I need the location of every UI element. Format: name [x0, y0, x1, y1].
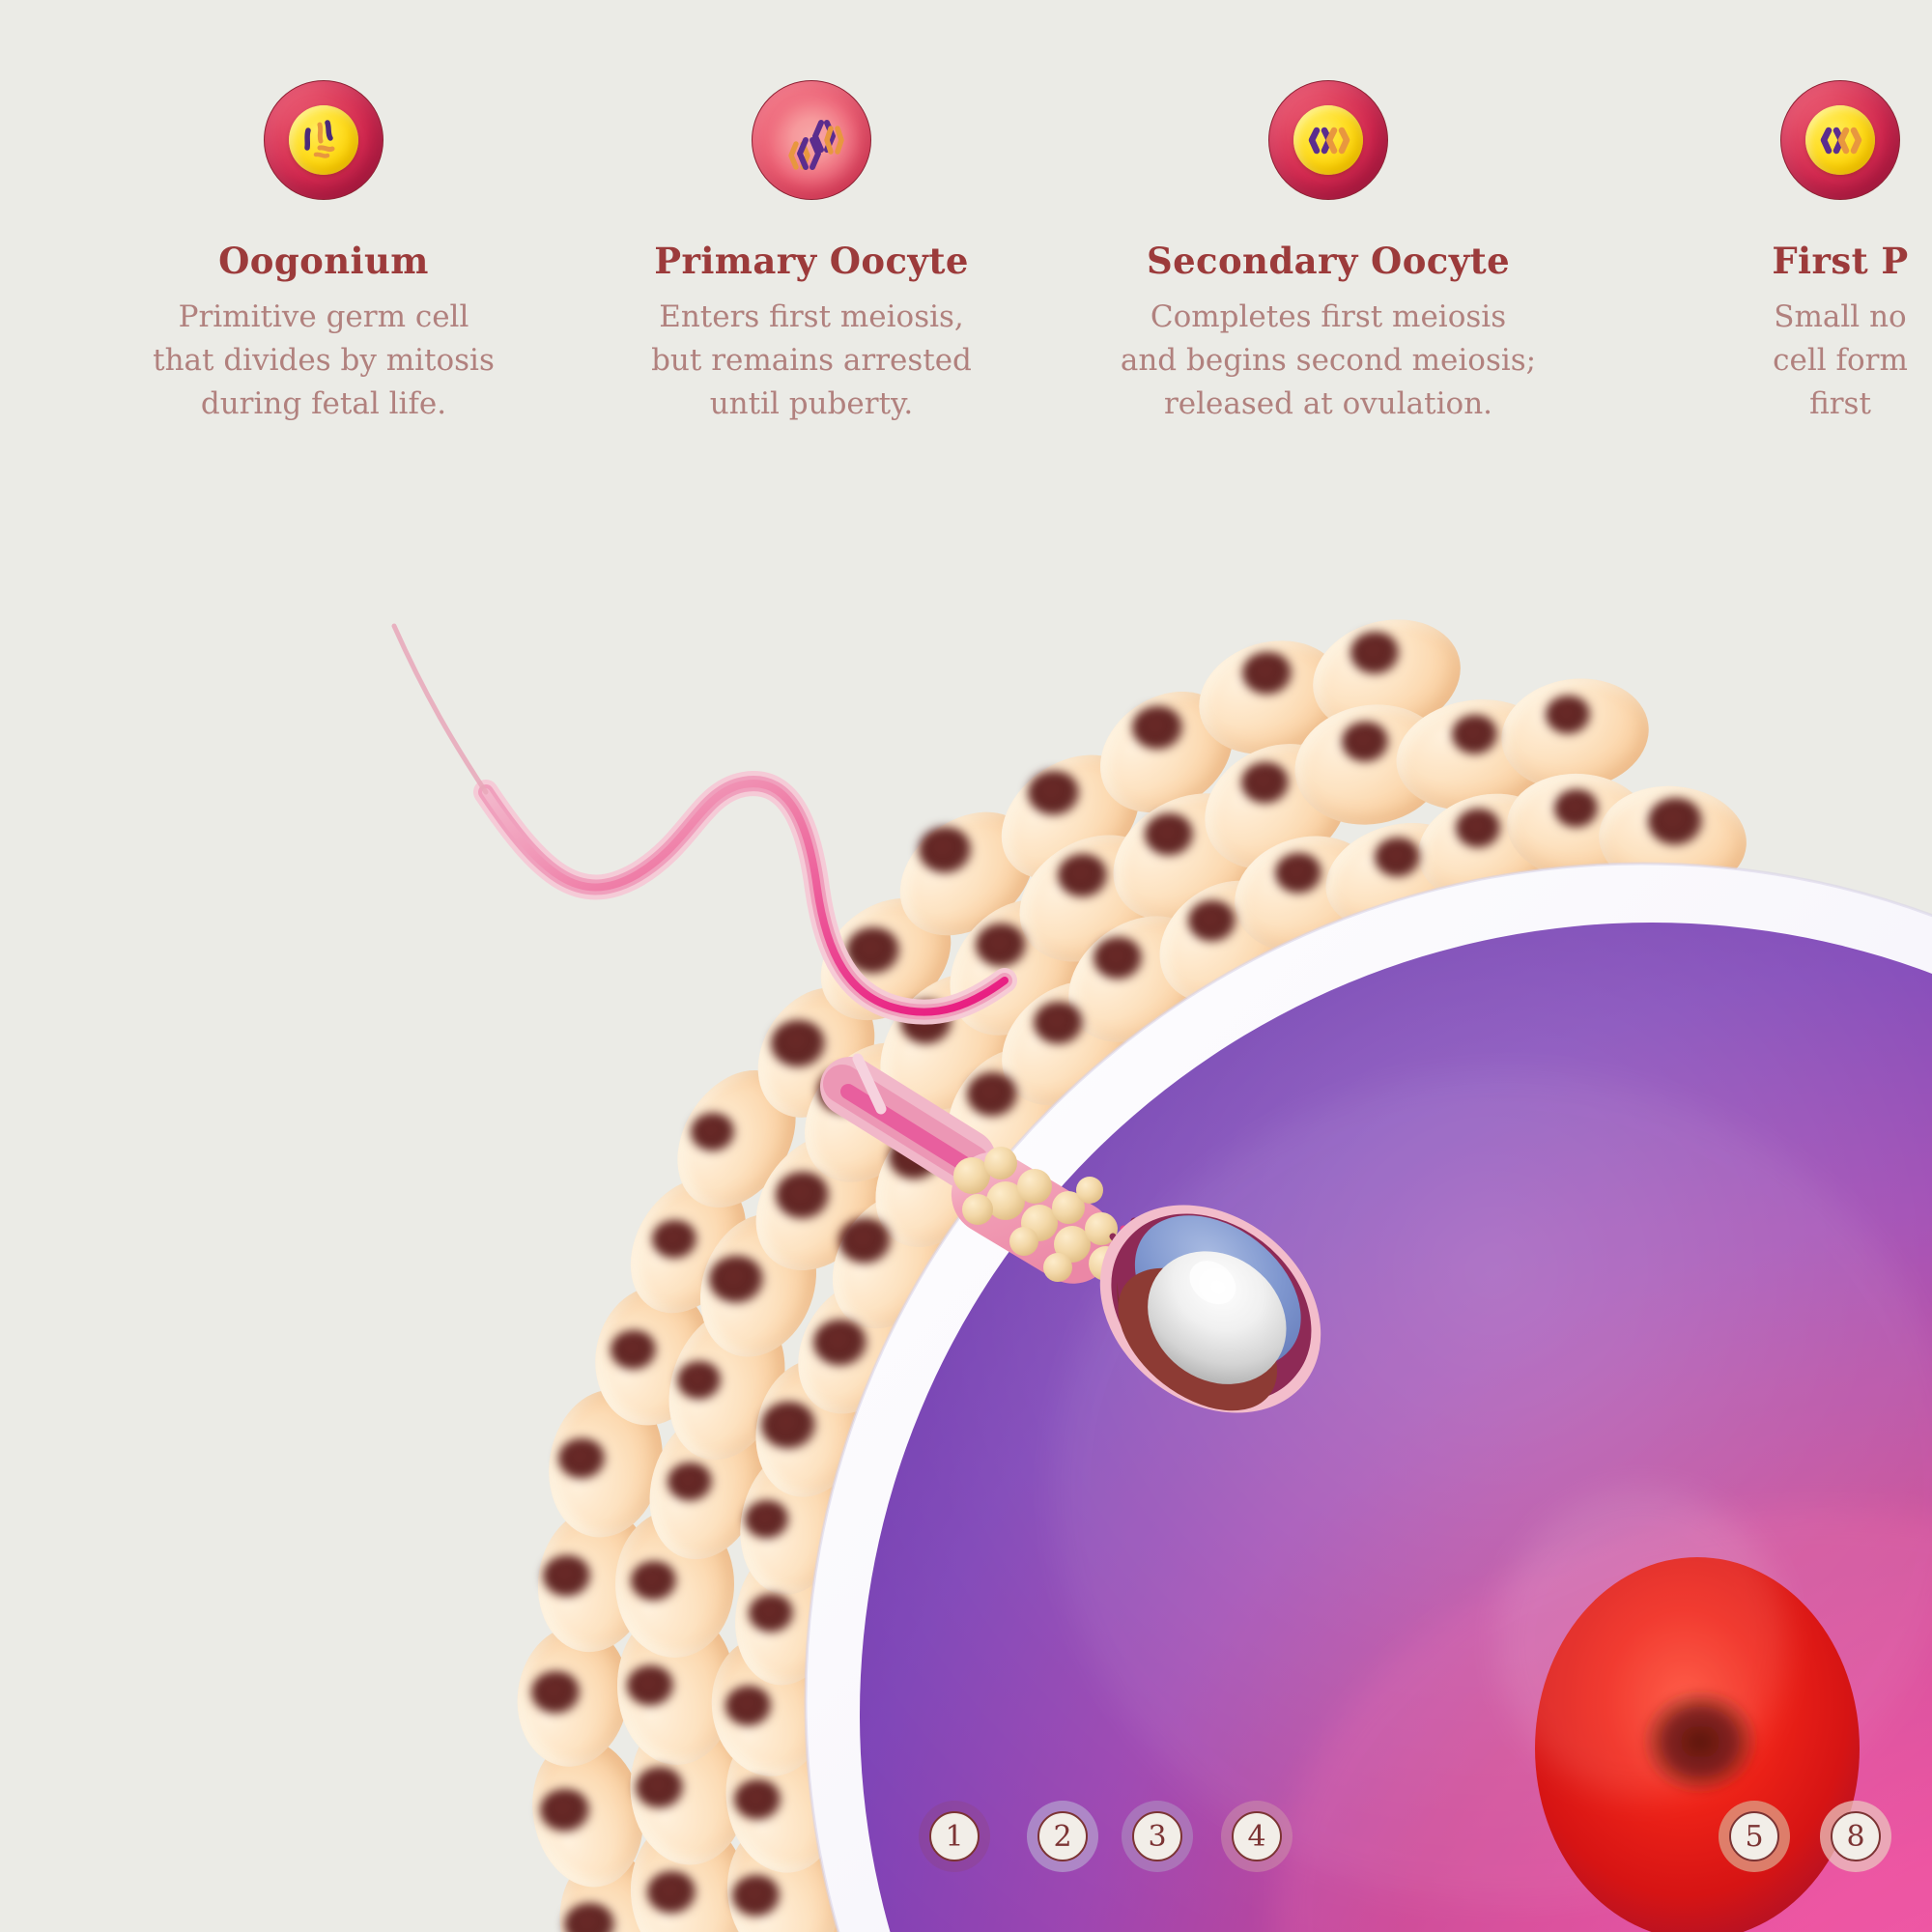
chromosome-threads-icon	[304, 120, 335, 158]
corona-cell-nucleus	[1145, 813, 1195, 856]
corona-cell-nucleus	[838, 1218, 893, 1264]
corona-cell-nucleus	[626, 1664, 674, 1706]
corona-cell-nucleus	[1452, 715, 1499, 755]
stage-column-secondary-oocyte[interactable]: Secondary Oocyte Completes first meiosis…	[1106, 77, 1550, 426]
annotation-marker-1[interactable]: 1	[929, 1811, 980, 1861]
corona-cell-nucleus	[540, 1788, 591, 1833]
corona-cell-nucleus	[611, 1329, 658, 1371]
annotation-marker-4[interactable]: 4	[1232, 1811, 1282, 1861]
stage-title: Oogonium	[218, 240, 429, 282]
corona-cell-nucleus	[1094, 936, 1144, 980]
stage-column-primary-oocyte[interactable]: Primary Oocyte Enters first meiosis, but…	[589, 77, 1034, 426]
stage-title: Primary Oocyte	[654, 240, 969, 282]
first-polar-body-icon-wrap	[1618, 77, 1932, 203]
corona-cell-nucleus	[749, 1593, 795, 1633]
corona-cell-nucleus	[651, 1219, 697, 1260]
corona-cell-nucleus	[1131, 705, 1183, 751]
primary-oocyte-cell-icon	[752, 80, 871, 200]
corona-cell-nucleus	[1275, 852, 1323, 894]
chromosome-paired-x-icon	[788, 120, 844, 170]
corona-cell-nucleus	[677, 1361, 723, 1400]
corona-cell-nucleus	[542, 1554, 591, 1597]
oogonium-icon-wrap	[101, 77, 546, 203]
corona-cell-nucleus	[667, 1462, 713, 1502]
primary-oocyte-icon-wrap	[589, 77, 1034, 203]
chromosome-two-x-icon	[1308, 127, 1350, 155]
secondary-oocyte-icon-wrap	[1106, 77, 1550, 203]
stage-column-oogonium[interactable]: Oogonium Primitive germ cell that divide…	[101, 77, 546, 426]
corona-cell-nucleus	[734, 1778, 782, 1821]
corona-cell-nucleus	[1242, 651, 1293, 696]
oogonium-cell-icon	[264, 80, 384, 200]
corona-cell-nucleus	[690, 1113, 735, 1151]
first-polar-body-cell-icon	[1780, 80, 1900, 200]
annotation-marker-5[interactable]: 5	[1729, 1811, 1779, 1861]
secondary-oocyte-cell-icon	[1268, 80, 1388, 200]
annotation-marker-2[interactable]: 2	[1037, 1811, 1088, 1861]
corona-cell-nucleus	[770, 1019, 826, 1067]
chromosome-two-x-icon	[1820, 127, 1862, 155]
annotation-marker-3[interactable]: 3	[1132, 1811, 1182, 1861]
corona-cell-nucleus	[1342, 721, 1390, 762]
corona-cell-nucleus	[631, 1560, 678, 1602]
stage-description: Completes first meiosis and begins secon…	[1120, 299, 1537, 421]
corona-cell-nucleus	[635, 1767, 684, 1809]
stage-description: Primitive germ cell that divides by mito…	[153, 299, 495, 421]
corona-cell-nucleus	[1058, 853, 1109, 897]
corona-cell-nucleus	[1374, 838, 1421, 878]
corona-cell-nucleus	[1553, 789, 1599, 828]
corona-cell-nucleus	[531, 1671, 582, 1715]
nucleus-shape	[289, 105, 358, 175]
corona-cell-nucleus	[646, 1871, 696, 1914]
corona-cell-nucleus	[744, 1499, 789, 1539]
corona-cell-nucleus	[1033, 1001, 1084, 1045]
corona-cell-nucleus	[557, 1437, 606, 1479]
corona-cell-nucleus	[812, 1319, 867, 1367]
corona-cell-nucleus	[564, 1902, 615, 1932]
stage-description: Enters first meiosis, but remains arrest…	[651, 299, 972, 421]
corona-cell-nucleus	[1545, 695, 1591, 734]
stage-title: First P	[1772, 240, 1909, 282]
corona-cell-nucleus	[1455, 809, 1501, 848]
oogenesis-stage-row: Oogonium Primitive germ cell that divide…	[0, 0, 1932, 522]
corona-cell-nucleus	[725, 1686, 773, 1726]
annotation-marker-8[interactable]: 8	[1831, 1811, 1881, 1861]
corona-cell-nucleus	[1027, 770, 1080, 816]
corona-cell-nucleus	[1240, 762, 1290, 805]
corona-cell-nucleus	[731, 1874, 781, 1917]
corona-cell-nucleus	[760, 1401, 816, 1449]
corona-cell-nucleus	[709, 1256, 765, 1304]
stage-column-first-polar-body[interactable]: First P Small no cell form first	[1618, 77, 1932, 426]
stage-description: Small no cell form first	[1773, 299, 1908, 421]
corona-cell-nucleus	[1188, 899, 1237, 942]
corona-cell-nucleus	[1350, 632, 1401, 675]
stage-title: Secondary Oocyte	[1146, 240, 1511, 282]
corona-cell-nucleus	[1648, 798, 1704, 846]
